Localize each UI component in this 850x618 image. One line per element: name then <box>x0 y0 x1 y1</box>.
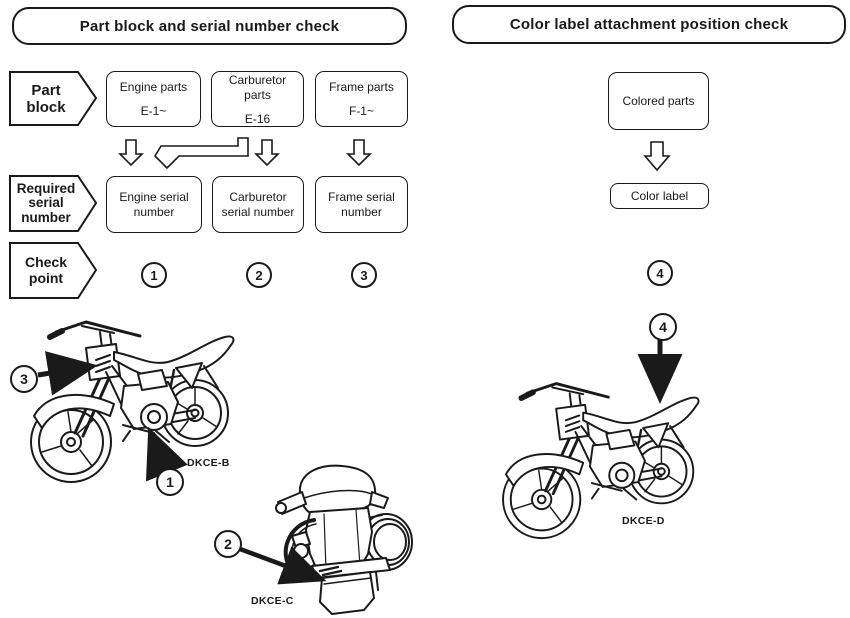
motorcycle-illustration-right <box>500 372 705 541</box>
down-arrow-icon <box>643 141 671 172</box>
engine-parts-box: Engine parts E-1~ <box>106 71 201 127</box>
required-serial-tag-label: Required serial number <box>16 180 76 225</box>
colored-parts-box: Colored parts <box>608 72 709 130</box>
carburetor-parts-box: Carburetor parts E-16 <box>211 71 304 127</box>
frame-parts-box: Frame parts F-1~ <box>315 71 408 127</box>
left-panel-title: Part block and serial number check <box>12 7 407 45</box>
frame-serial-label: Frame serial number <box>328 189 395 219</box>
engine-serial-label: Engine serial number <box>119 189 189 219</box>
illustration-code-dkce-c: DKCE-C <box>251 595 294 607</box>
callout-color-label: 4 <box>649 313 677 341</box>
color-label-box: Color label <box>610 183 709 209</box>
callout-engine-serial: 1 <box>156 468 184 496</box>
engine-serial-box: Engine serial number <box>106 176 202 233</box>
down-arrow-icon <box>118 139 144 167</box>
callout-frame-serial: 3 <box>10 365 38 393</box>
illustration-code-dkce-d: DKCE-D <box>622 515 665 527</box>
carburetor-parts-label: Carburetor parts <box>228 72 287 102</box>
part-block-tag-label: Part block <box>26 81 66 116</box>
engine-parts-label: Engine parts <box>119 80 188 94</box>
right-panel-title: Color label attachment position check <box>452 5 846 44</box>
engine-parts-code: E-1~ <box>140 104 167 118</box>
check-point-2: 2 <box>246 262 272 288</box>
carburetor-parts-code: E-16 <box>244 111 271 126</box>
carburetor-illustration <box>275 464 413 615</box>
colored-parts-label: Colored parts <box>622 93 695 108</box>
illustration-code-dkce-b: DKCE-B <box>187 457 230 469</box>
check-point-4: 4 <box>647 260 673 286</box>
required-serial-tag-shape <box>9 175 98 232</box>
carburetor-serial-box: Carburetor serial number <box>212 176 304 233</box>
down-arrow-icon <box>254 139 280 167</box>
flowchart-connectors <box>9 71 671 299</box>
down-arrow-icon <box>346 139 372 167</box>
color-label-label: Color label <box>630 188 689 203</box>
check-point-1: 1 <box>141 262 167 288</box>
frame-parts-label: Frame parts <box>329 80 394 94</box>
frame-parts-code: F-1~ <box>348 104 374 118</box>
frame-serial-box: Frame serial number <box>315 176 408 233</box>
carburetor-serial-label: Carburetor serial number <box>221 189 295 219</box>
check-point-3: 3 <box>351 262 377 288</box>
check-point-tag-label: Check point <box>24 254 68 286</box>
callout-carburetor-serial: 2 <box>214 530 242 558</box>
part-block-tag-shape <box>9 71 98 126</box>
bent-arrow-icon <box>153 137 249 170</box>
check-point-tag-shape <box>9 242 98 299</box>
